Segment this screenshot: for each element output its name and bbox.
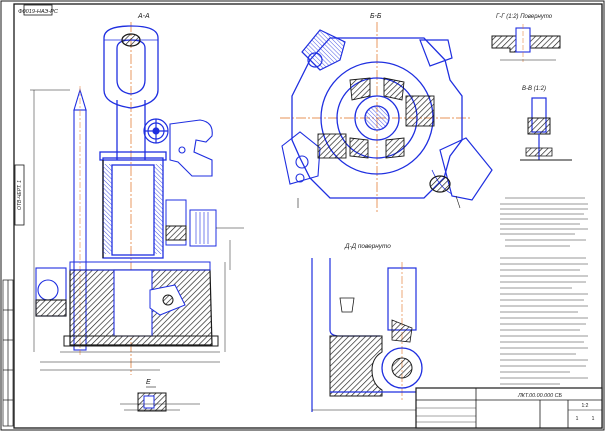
detail-e-title: Е [146,379,151,386]
sheets-count: 1 [592,416,595,422]
inner-wedges [317,77,435,159]
section-bb-view: Б-Б [280,13,493,212]
section-bb-title: Б-Б [370,13,382,20]
detail-e-view: Е [120,379,200,412]
view-dd: Д-Д повернуто [311,243,423,412]
section-gg-view: Г-Г (1:2) Повернуто [491,14,561,62]
lower-housing [63,261,219,347]
section-vv-view: В-В (1:2) [520,86,572,161]
side-stamp: ОТВ-ЧЕРТ. 1 [14,164,25,226]
top-stamp: Ф0019-НАЭ-РС [18,4,59,16]
left-slip [281,131,321,185]
latch-lever [169,119,213,177]
section-aa-title: А-А [137,13,150,20]
sleeve-body [99,151,167,259]
bb-cutting-arrows [297,195,461,209]
side-stamp-text: ОТВ-ЧЕРТ. 1 [17,180,23,210]
drawing-scale: 1:2 [582,403,589,409]
section-aa-view: А-А [30,13,244,375]
link-eye [103,25,159,160]
drawing-designation: ЛКТ.00.00.000 СБ [517,393,563,399]
right-dog [429,137,493,201]
aa-dimensions [30,89,231,371]
technical-notes [500,197,588,385]
left-clamp [35,267,67,317]
title-block: ЛКТ.00.00.000 СБ 1:2 1 1 [415,387,603,429]
stamp-code: Ф0019-НАЭ-РС [18,9,59,15]
view-dd-title: Д-Д повернуто [344,243,391,250]
section-vv-title: В-В (1:2) [522,86,546,92]
sheet-number: 1 [576,416,579,422]
locking-mechanism [165,199,244,247]
handwheel [143,118,169,144]
left-binding-strip [2,279,14,427]
top-lug [301,29,453,71]
section-gg-title: Г-Г (1:2) Повернуто [496,14,553,20]
